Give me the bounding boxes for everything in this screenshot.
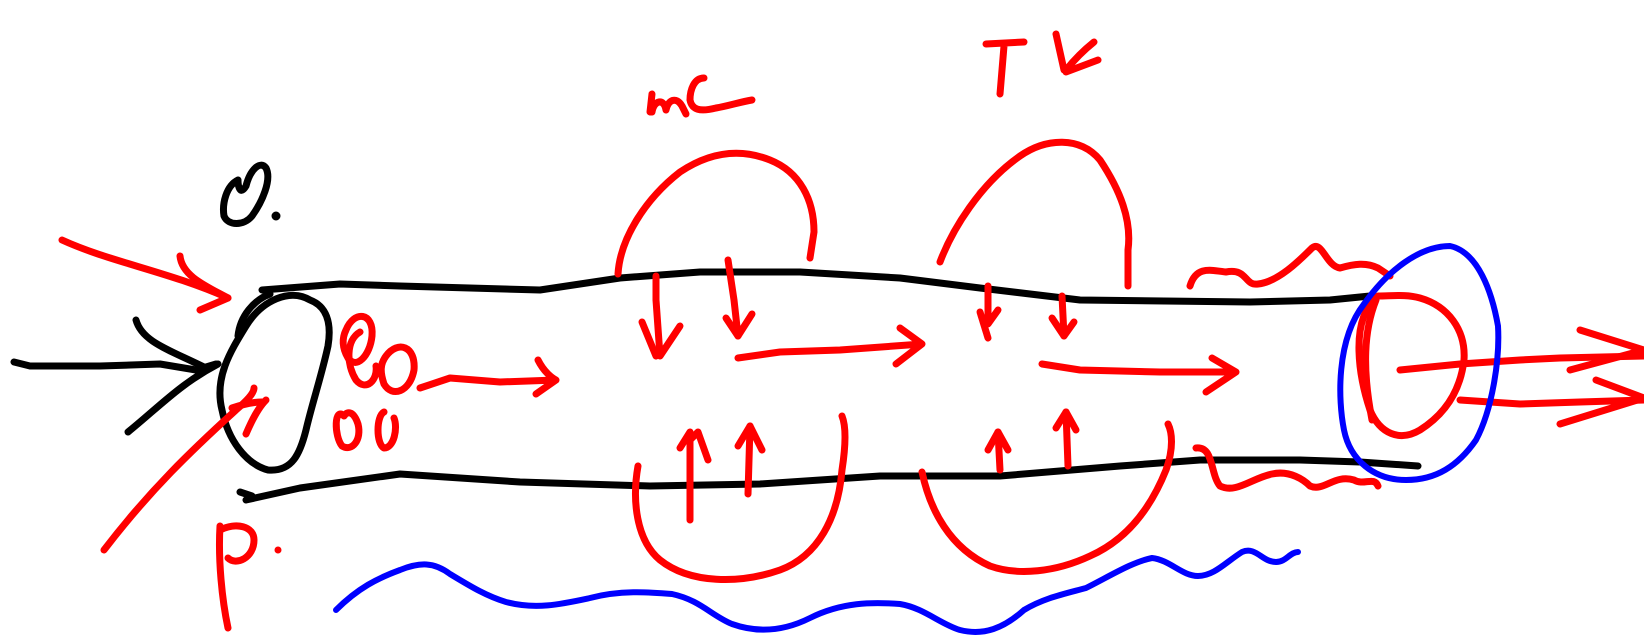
- particle-cluster: [332, 312, 418, 452]
- tube-bottom-start-dash: [236, 488, 256, 500]
- incoming-red-arrows: [58, 236, 270, 554]
- label-tk: [982, 30, 1102, 98]
- loop-top-left: [614, 149, 818, 360]
- tube: [10, 268, 1422, 504]
- label-p: [215, 522, 282, 632]
- label-mc: [646, 74, 756, 118]
- incoming-arrow-head: [124, 316, 222, 436]
- tube-bottom-wall: [242, 456, 1422, 504]
- loop-top-right: [936, 138, 1133, 342]
- tube-entrance-ring: [216, 291, 333, 474]
- loop-bottom-right: [918, 408, 1175, 575]
- loop-bottom-left: [632, 412, 849, 583]
- exit-highlight-ellipse: [1337, 243, 1502, 483]
- exit-wave-lines: [1186, 242, 1394, 492]
- tube-entrance-lip: [234, 290, 274, 340]
- bottom-blue-wave: [333, 547, 1301, 635]
- incoming-line: [10, 358, 220, 374]
- label-o: [220, 161, 281, 227]
- exit-section: [1355, 292, 1468, 439]
- tube-top-wall: [258, 268, 1374, 306]
